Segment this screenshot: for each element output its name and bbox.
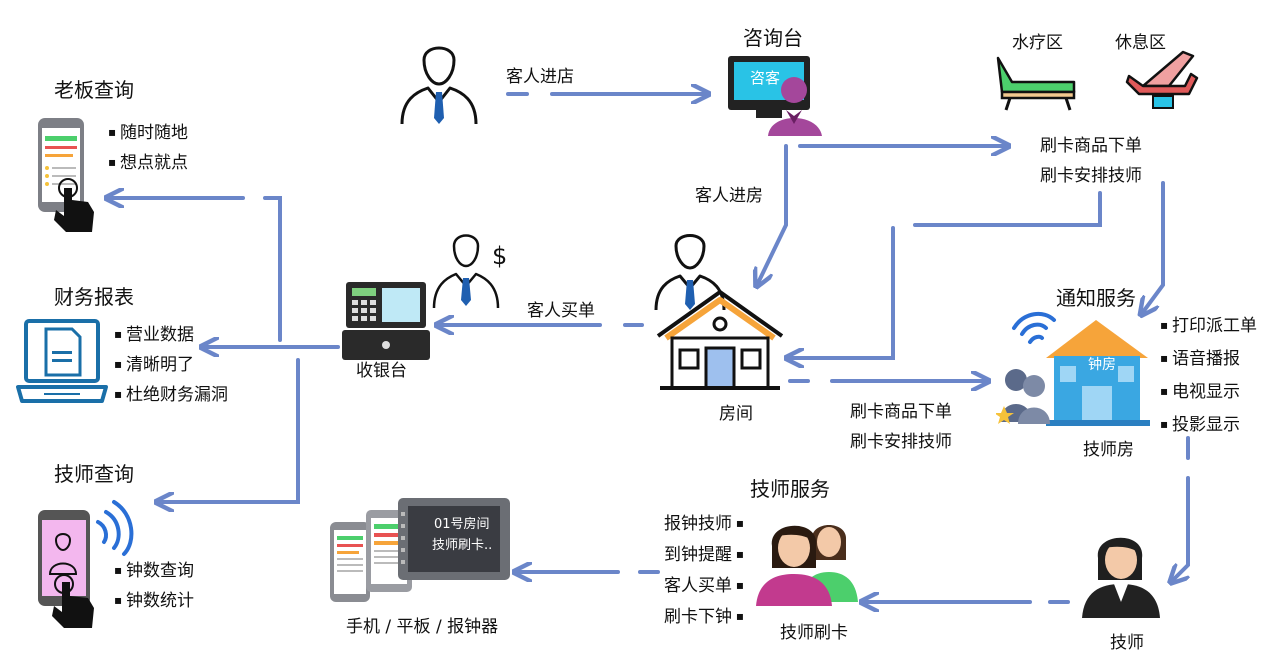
list-item: 打印派工单 — [1160, 310, 1257, 343]
cash-register-icon — [342, 282, 430, 360]
arrow-cashier-to-techquery — [160, 358, 300, 502]
list-item: 想点就点 — [108, 148, 188, 178]
label-room-card-order: 刷卡商品下单 — [850, 402, 952, 422]
svg-text:$: $ — [492, 242, 507, 270]
label-guest-pays: 客人买单 — [527, 301, 595, 321]
room-house-icon — [656, 290, 784, 390]
tech-service-features-list: 报钟技师 到钟提醒 客人买单 刷卡下钟 — [664, 509, 744, 633]
finance-features-list: 营业数据 清晰明了 杜绝财务漏洞 — [114, 320, 228, 410]
list-item: 刷卡下钟 — [664, 602, 744, 633]
tech-service-title: 技师服务 — [750, 477, 830, 501]
list-item: 杜绝财务漏洞 — [114, 380, 228, 410]
notify-features-list: 打印派工单 语音播报 电视显示 投影显示 — [1160, 310, 1257, 442]
list-item: 报钟技师 — [664, 509, 744, 540]
list-item: 到钟提醒 — [664, 540, 744, 571]
arrow-techroom-to-tech — [1173, 476, 1190, 580]
tech-query-phone-icon — [38, 500, 134, 628]
arrow-orders-to-notify — [1143, 181, 1165, 312]
label-guest-arrives: 客人进店 — [506, 67, 574, 87]
bell-room-house-icon — [996, 311, 1150, 426]
list-item: 钟数查询 — [114, 556, 194, 586]
device-screen-line-1: 01号房间 — [434, 517, 490, 532]
tech-room-label: 技师房 — [1083, 440, 1134, 460]
arrow-cashier-to-boss — [263, 196, 282, 342]
arrow-orders-to-room — [790, 226, 895, 358]
tech-query-features-list: 钟数查询 钟数统计 — [114, 556, 194, 616]
technician-icon — [1082, 537, 1160, 618]
boss-query-title: 老板查询 — [54, 78, 134, 102]
cashier-person-icon: $ — [432, 234, 507, 309]
list-item: 营业数据 — [114, 320, 228, 350]
room-label: 房间 — [719, 404, 753, 424]
label-card-assign: 刷卡安排技师 — [1040, 166, 1142, 186]
finance-report-title: 财务报表 — [54, 285, 134, 309]
arrow-orders-to-room — [913, 191, 1102, 227]
finance-laptop-icon — [16, 319, 108, 403]
list-item: 客人买单 — [664, 571, 744, 602]
bell-room-sign: 钟房 — [1088, 357, 1116, 373]
rest-recliner-icon — [1125, 50, 1199, 109]
label-room-card-assign: 刷卡安排技师 — [850, 432, 952, 452]
rest-zone-label: 休息区 — [1115, 33, 1166, 53]
spa-zone-label: 水疗区 — [1012, 33, 1063, 53]
tech-card-label: 技师刷卡 — [780, 623, 848, 643]
boss-phone-icon — [38, 118, 94, 232]
tech-query-title: 技师查询 — [54, 462, 134, 486]
list-item: 钟数统计 — [114, 586, 194, 616]
list-item: 投影显示 — [1160, 409, 1257, 442]
boss-features-list: 随时随地 想点就点 — [108, 118, 188, 178]
reception-desk-icon — [728, 56, 822, 136]
list-item: 语音播报 — [1160, 343, 1257, 376]
reception-screen-label: 咨客 — [750, 69, 781, 87]
list-item: 清晰明了 — [114, 350, 228, 380]
list-item: 随时随地 — [108, 118, 188, 148]
spa-lounger-icon — [996, 56, 1076, 111]
notify-service-title: 通知服务 — [1056, 286, 1136, 310]
tech-service-icon — [756, 525, 858, 606]
label-card-order: 刷卡商品下单 — [1040, 136, 1142, 156]
devices-icon — [330, 498, 510, 602]
arrow-reception-to-room — [758, 144, 788, 283]
label-guest-enters-room: 客人进房 — [695, 186, 763, 206]
list-item: 电视显示 — [1160, 376, 1257, 409]
technician-label: 技师 — [1110, 633, 1144, 653]
reception-title: 咨询台 — [743, 26, 803, 50]
cashier-label: 收银台 — [356, 361, 407, 381]
devices-label: 手机 / 平板 / 报钟器 — [346, 617, 499, 637]
device-screen-line-2: 技师刷卡.. — [432, 538, 493, 553]
guest-icon — [400, 46, 478, 125]
